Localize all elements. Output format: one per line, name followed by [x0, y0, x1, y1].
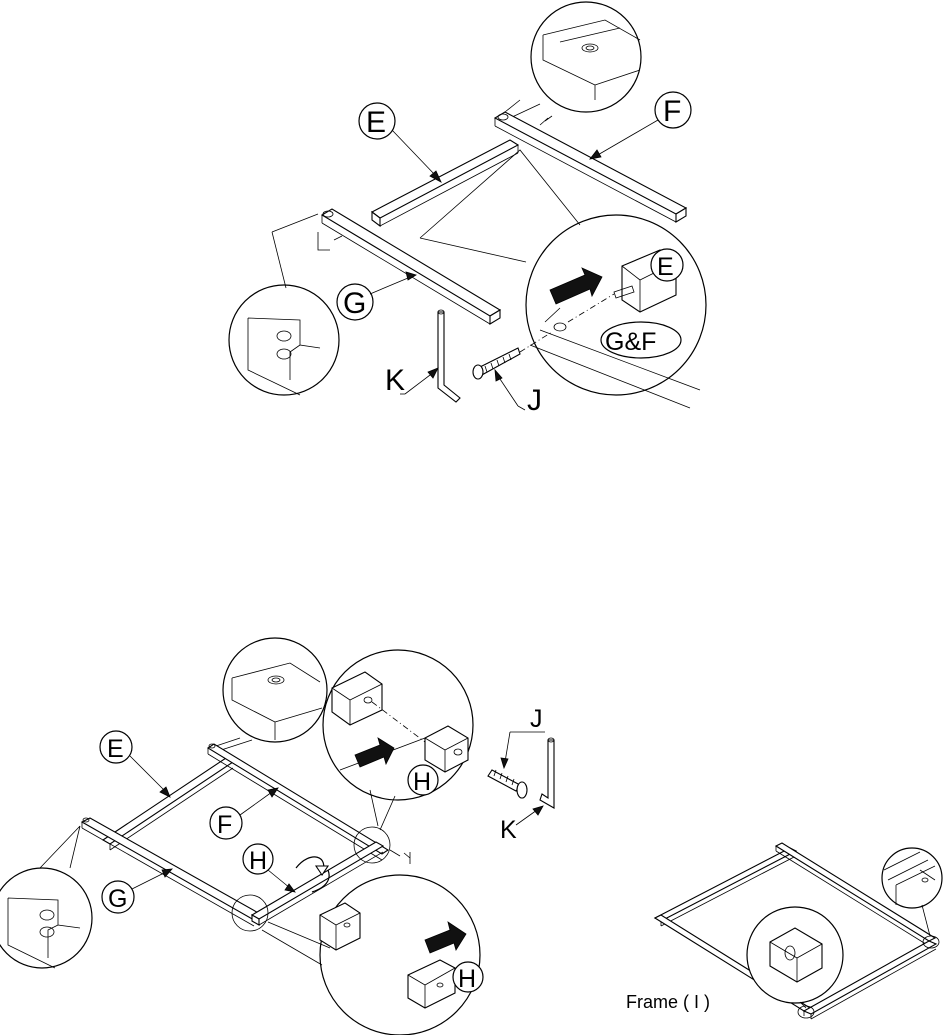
detail-circle-bolt-h — [323, 650, 473, 830]
step2-callout-k: K — [500, 806, 543, 844]
step2-callout-g-label: G — [108, 885, 127, 913]
callout-f-label: F — [663, 95, 681, 128]
detail-label-gf: G&F — [601, 322, 681, 358]
bar-e — [372, 140, 518, 226]
step2-allen-key-k — [540, 738, 554, 808]
detail-label-gf-text: G&F — [605, 328, 656, 356]
callout-e: E — [359, 103, 441, 182]
allen-key-k — [438, 310, 460, 402]
frame-detail-bottom — [747, 907, 843, 1008]
detail-circle-g-end — [229, 214, 339, 395]
callout-e-label: E — [366, 106, 386, 139]
step2-detail-label-h-bottom: H — [453, 962, 483, 993]
step2-callout-j: J — [501, 705, 545, 768]
step2-callout-e-label: E — [107, 735, 124, 763]
callout-j-label: J — [527, 384, 542, 417]
bar-f — [495, 112, 686, 222]
callout-j: J — [495, 370, 542, 417]
step2-callout-h-label: H — [249, 847, 267, 875]
step2-callout-j-label: J — [530, 705, 543, 733]
step2-callout-e: E — [100, 731, 170, 797]
step2-callout-h: H — [243, 844, 295, 892]
detail-circle-e-end — [210, 638, 327, 752]
step2-callout-f: F — [210, 788, 278, 839]
detail-label-e-text: E — [657, 253, 674, 281]
result-frame: Frame ( I ) — [626, 843, 942, 1019]
step2-callout-g: G — [102, 869, 172, 913]
step2-callout-f-label: F — [217, 811, 232, 839]
step2-detail-label-h-top-text: H — [413, 768, 431, 796]
step2-detail-label-h-bottom-text: H — [458, 965, 476, 993]
detail-circle-f-end — [505, 2, 641, 118]
step2-detail-label-h-top: H — [408, 765, 438, 796]
callout-g-label: G — [343, 287, 366, 320]
frame-caption: Frame ( I ) — [626, 992, 710, 1012]
callout-k-label: K — [385, 364, 405, 397]
step1-assembly: E F G K J — [229, 2, 706, 417]
detail-circle-g-holes — [0, 826, 92, 968]
callout-g: G — [337, 272, 416, 320]
callout-k: K — [385, 364, 438, 397]
step2-callout-k-label: K — [500, 816, 517, 844]
detail-circle-h-piece — [262, 875, 480, 1035]
detail-label-e: E — [651, 249, 683, 281]
step2-bolt-j — [488, 770, 527, 798]
step2-assembly: E F G H H H J — [0, 638, 554, 1035]
